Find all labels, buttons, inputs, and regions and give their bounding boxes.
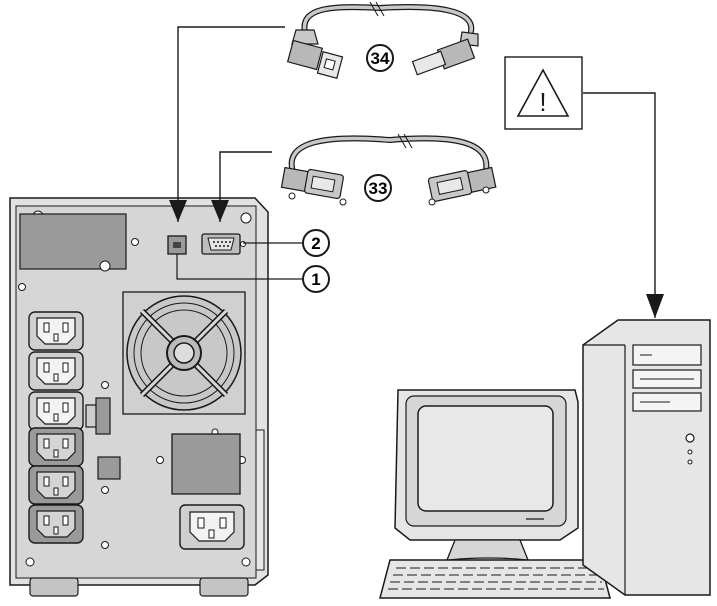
serial-cable: 33 bbox=[280, 133, 497, 206]
callout-2: 2 bbox=[243, 229, 330, 257]
callout-1: 1 bbox=[176, 254, 330, 293]
callout-33-label: 33 bbox=[369, 179, 388, 198]
power-button-icon bbox=[685, 433, 695, 443]
callout-1-label: 1 bbox=[311, 270, 320, 289]
outlet bbox=[28, 465, 84, 505]
computer-tower bbox=[582, 319, 711, 596]
warning-triangle-icon bbox=[516, 68, 570, 117]
callout-34: 34 bbox=[366, 44, 394, 72]
ups-unit bbox=[9, 197, 269, 597]
dark-square bbox=[97, 456, 121, 480]
circuit-breaker bbox=[85, 397, 111, 435]
serial-connection-arrow bbox=[211, 151, 272, 222]
outlet bbox=[28, 311, 84, 351]
monitor-screen bbox=[417, 405, 554, 512]
callout-34-label: 34 bbox=[371, 49, 390, 68]
monitor bbox=[394, 389, 579, 571]
warning-box: ! bbox=[504, 56, 583, 130]
keyboard bbox=[379, 559, 611, 599]
serial-port bbox=[201, 233, 246, 255]
callout-33: 33 bbox=[364, 174, 392, 202]
battery-connector-panel bbox=[171, 433, 241, 495]
db9-connector-left bbox=[280, 166, 347, 206]
power-inlet bbox=[179, 504, 245, 550]
outlet bbox=[28, 351, 84, 391]
computer-connection-arrow bbox=[583, 92, 664, 318]
outlet bbox=[28, 391, 84, 431]
outlet-group bbox=[28, 311, 84, 544]
rating-label-panel bbox=[19, 213, 127, 270]
warning-exclamation: ! bbox=[539, 87, 546, 117]
usb-cable: 34 bbox=[286, 1, 479, 79]
usb-port bbox=[167, 235, 187, 255]
cooling-fan bbox=[122, 291, 246, 415]
drive-bay bbox=[632, 344, 702, 366]
usb-a-plug bbox=[411, 31, 479, 76]
db9-connector-right bbox=[427, 166, 497, 206]
usb-b-plug bbox=[286, 29, 344, 79]
outlet bbox=[28, 427, 84, 467]
outlet bbox=[28, 504, 84, 544]
usb-connection-arrow bbox=[169, 26, 285, 222]
callout-2-label: 2 bbox=[311, 234, 320, 253]
